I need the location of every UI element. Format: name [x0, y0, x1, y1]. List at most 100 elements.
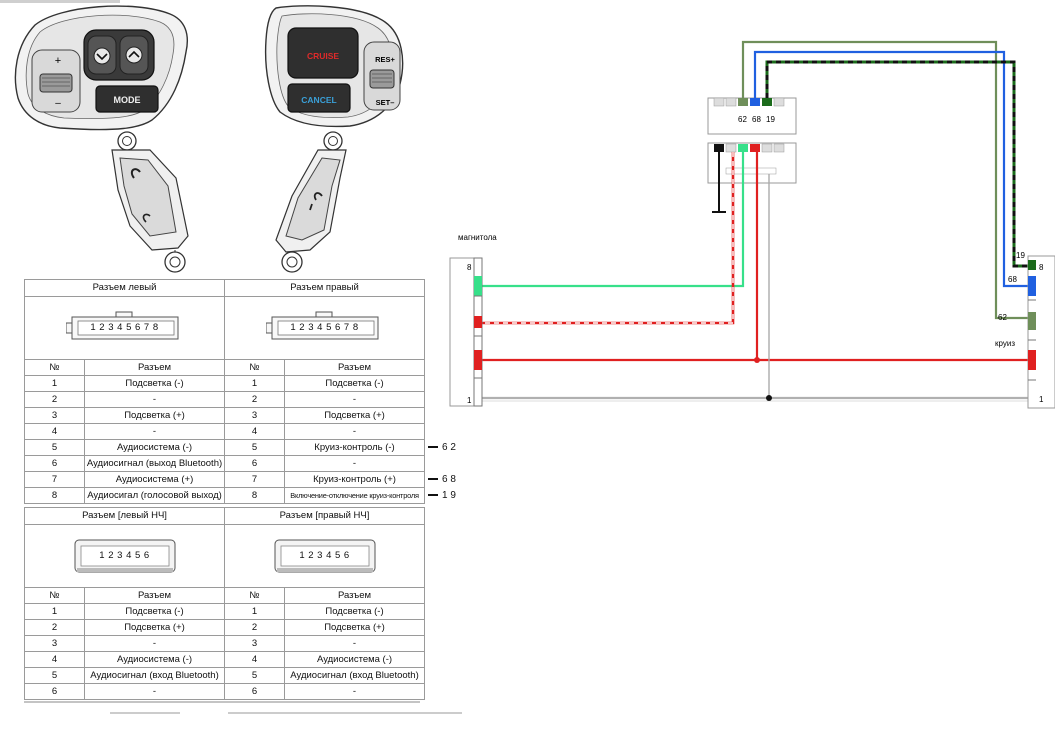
pin-function: Аудиосигнал (выход Bluetooth) — [84, 455, 225, 472]
pin-function: Аудиосистема (-) — [83, 651, 226, 668]
pin-number: 3 — [24, 407, 85, 424]
radio-label: магнитола — [458, 233, 497, 242]
col-connector-header: Разъем — [83, 587, 226, 604]
pin-number: 1 — [224, 603, 286, 620]
left-switch-connector-drawing — [111, 131, 189, 273]
pin-function: Подсветка (+) — [84, 407, 225, 424]
bottom-residue — [24, 701, 462, 714]
right-connector-drawing: 1 2 3 4 5 6 7 8 — [223, 296, 426, 360]
col-connector-header: Разъем — [283, 359, 426, 376]
cruise-label: круиз — [995, 339, 1015, 348]
pin-function: Подсветка (+) — [284, 619, 426, 636]
left-steering-switch: + – MODE — [14, 5, 188, 131]
pin-number: 6 — [24, 455, 85, 472]
radio-pin-8: 8 — [467, 263, 472, 272]
cancel-button-label: CANCEL — [301, 95, 336, 105]
pin-function: Подсветка (-) — [283, 375, 426, 392]
table-row: 6- 6- — [24, 683, 426, 700]
pin-function: Аудиосистема (+) — [84, 471, 225, 488]
volume-minus-label: – — [55, 98, 61, 109]
side-mark-text: 6 2 — [442, 442, 456, 453]
wire-19-green-black — [765, 60, 1030, 268]
pin-number: 5 — [24, 667, 85, 684]
pin-function: - — [284, 683, 426, 700]
res-plus-label: RES+ — [375, 55, 395, 64]
right-lf-connector-title: Разъем [правый НЧ] — [224, 507, 426, 525]
side-mark-dash — [428, 494, 438, 497]
radio-pin-1: 1 — [467, 396, 472, 405]
set-minus-label: SET– — [376, 98, 395, 107]
voice-command-icon — [309, 192, 323, 211]
side-mark-68: 6 8 — [428, 474, 456, 485]
cruise-pin-1: 1 — [1039, 395, 1044, 404]
pin-function: Подсветка (+) — [83, 619, 226, 636]
side-mark-19: 1 9 — [428, 490, 456, 501]
left-connector-pins: 1 2 3 4 5 6 7 8 — [90, 322, 159, 333]
pin-number: 4 — [24, 651, 85, 668]
pin-number: 7 — [24, 471, 85, 488]
pin-number: 4 — [24, 423, 85, 440]
col-number-header: № — [224, 359, 285, 376]
pin-function: - — [283, 423, 426, 440]
right-pin-19: 19 — [1016, 251, 1025, 260]
pin-number: 3 — [24, 635, 85, 652]
pin-number: 5 — [24, 439, 85, 456]
side-mark-text: 6 8 — [442, 474, 456, 485]
connector-table-6pin: Разъем [левый НЧ] Разъем [правый НЧ] 1 2… — [23, 507, 426, 700]
pin-function: - — [83, 635, 226, 652]
wiring-diagram: 62 68 19 магнитола 8 1 — [449, 40, 1055, 409]
pin-function: Аудиосигнал (вход Bluetooth) — [83, 667, 226, 684]
wire-red-white-radio — [480, 152, 735, 325]
right-switch-connector-drawing — [275, 131, 347, 273]
pin-function: - — [83, 683, 226, 700]
right-connector-title: Разъем правый — [223, 279, 426, 297]
pin-number: 5 — [224, 667, 286, 684]
right-pin-68: 68 — [1008, 275, 1017, 284]
right-pin-62: 62 — [998, 313, 1007, 322]
pin-function: - — [84, 423, 225, 440]
pin-function: Аудиосистема (-) — [284, 651, 426, 668]
cruise-button — [287, 27, 359, 79]
pin-function: Подсветка (-) — [284, 603, 426, 620]
wire-green-radio — [480, 152, 745, 288]
left-lf-connector-title: Разъем [левый НЧ] — [23, 507, 226, 525]
pin-number: 2 — [224, 391, 285, 408]
cruise-button-label: CRUISE — [307, 51, 339, 61]
pin-number: 3 — [224, 635, 286, 652]
pin-number: 4 — [224, 423, 285, 440]
col-connector-header: Разъем — [84, 359, 225, 376]
table-row: 4- 4- — [24, 423, 426, 440]
pin-function: Аудиосигнал (вход Bluetooth) — [284, 667, 426, 684]
pin-function: Подсветка (-) — [83, 603, 226, 620]
pin-number: 4 — [224, 651, 286, 668]
pin-number: 8 — [24, 487, 85, 504]
top-pin-62: 62 — [738, 115, 747, 124]
pin-function: Подсветка (-) — [84, 375, 225, 392]
pin-function: Аудиосистема (-) — [84, 439, 225, 456]
pin-function: - — [84, 391, 225, 408]
mode-button — [95, 85, 159, 113]
side-mark-dash — [428, 478, 438, 481]
col-connector-header: Разъем — [284, 587, 426, 604]
pin-number: 1 — [224, 375, 285, 392]
top-pin-68: 68 — [752, 115, 761, 124]
side-mark-62: 6 2 — [428, 442, 456, 453]
pin-function: Аудиосигал (голосовой выход) — [84, 487, 225, 504]
left-connector-drawing: 1 2 3 4 5 6 7 8 — [24, 296, 225, 360]
table-row: 3- 3- — [24, 635, 426, 652]
pin-function: Круиз-контроль (+) — [283, 471, 426, 488]
volume-wheel-icon — [39, 73, 73, 93]
top-connector-pin-blocks — [713, 97, 785, 175]
right-connector-pins: 1 2 3 4 5 6 7 8 — [290, 322, 359, 333]
right-steering-switch: CRUISE CANCEL RES+ SET– — [264, 5, 404, 128]
col-number-header: № — [224, 587, 286, 604]
cruise-pin-8: 8 — [1039, 263, 1044, 272]
col-number-header: № — [24, 359, 85, 376]
pin-number: 2 — [24, 391, 85, 408]
left-lf-connector-pins: 1 2 3 4 5 6 — [99, 550, 150, 561]
cancel-button — [287, 83, 351, 113]
